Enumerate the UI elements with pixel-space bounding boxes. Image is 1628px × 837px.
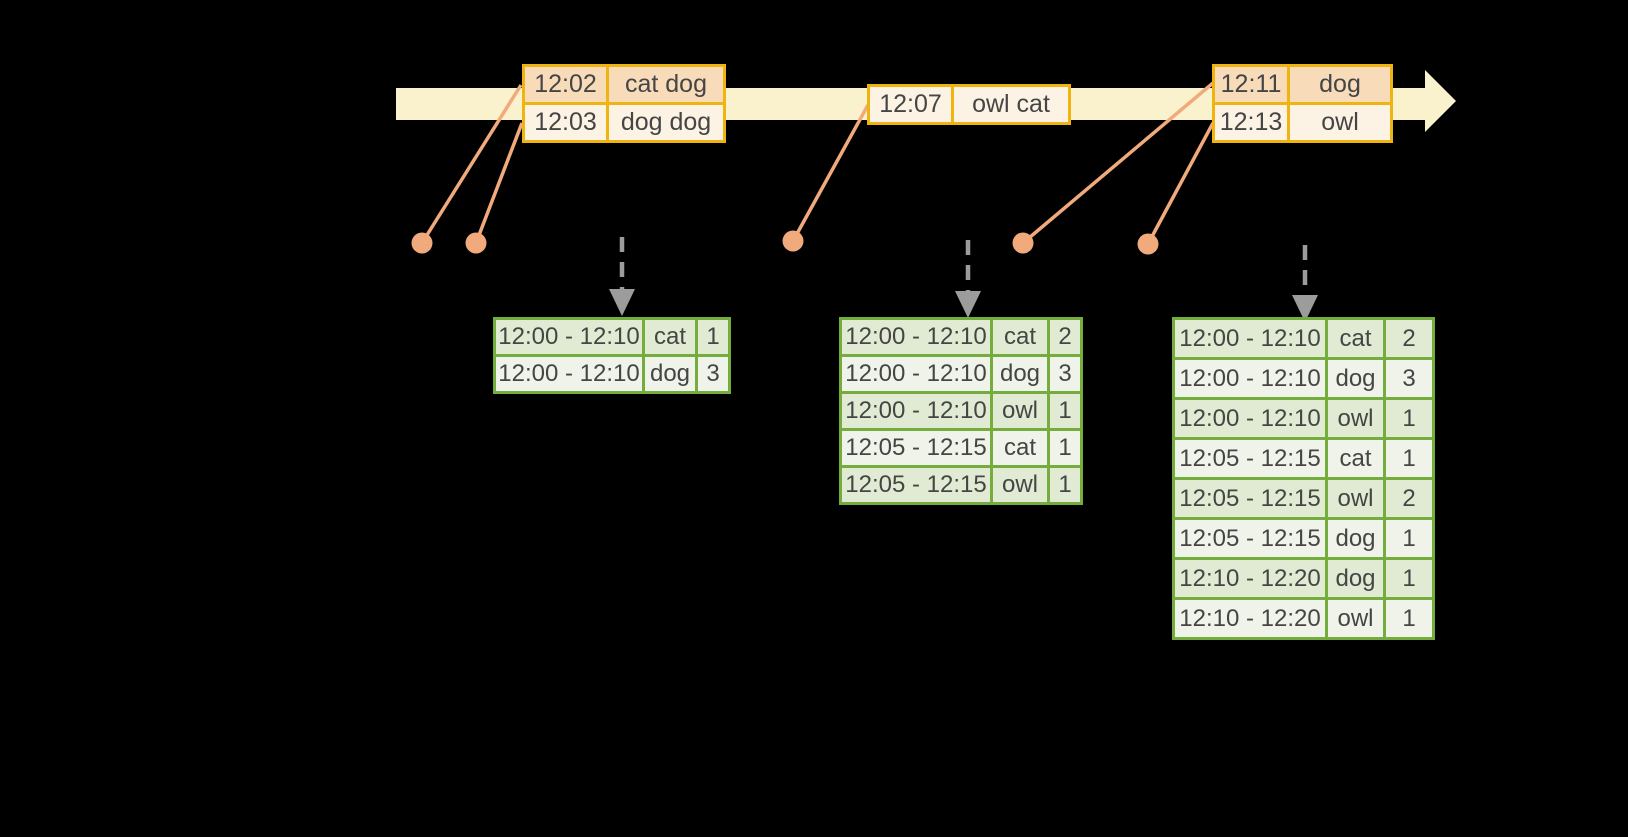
window-cell: 12:10 - 12:20 [1172, 557, 1328, 600]
result-row: 12:00 - 12:10 cat 1 [493, 317, 731, 357]
connector-line [791, 104, 870, 242]
result-row: 12:00 - 12:10 owl 1 [1172, 397, 1435, 440]
word-cell: cat [642, 317, 698, 357]
event-dot [465, 232, 487, 254]
window-cell: 12:05 - 12:15 [1172, 437, 1328, 480]
count-cell: 2 [1047, 317, 1083, 357]
event-table-2: 12:07 owl cat [867, 84, 1071, 125]
result-row: 12:00 - 12:10 dog 3 [493, 354, 731, 394]
event-time-cell: 12:02 [522, 64, 609, 105]
result-row: 12:00 - 12:10 dog 3 [1172, 357, 1435, 400]
event-time-cell: 12:07 [867, 84, 954, 125]
word-cell: cat [990, 428, 1050, 468]
trigger-arrow-icon [1292, 295, 1318, 322]
event-table-1: 12:02 cat dog 12:03 dog dog [522, 64, 726, 143]
result-row: 12:00 - 12:10 cat 2 [839, 317, 1083, 357]
connector-line [420, 84, 523, 244]
window-cell: 12:05 - 12:15 [839, 428, 993, 468]
window-cell: 12:00 - 12:10 [1172, 317, 1328, 360]
word-cell: dog [1325, 517, 1386, 560]
window-cell: 12:00 - 12:10 [493, 354, 645, 394]
trigger-arrowheads [609, 289, 1318, 322]
result-row: 12:00 - 12:10 dog 3 [839, 354, 1083, 394]
word-cell: dog [642, 354, 698, 394]
result-table-3: 12:00 - 12:10 cat 2 12:00 - 12:10 dog 3 … [1172, 317, 1435, 640]
event-words-cell: cat dog [606, 64, 726, 105]
result-table-2: 12:00 - 12:10 cat 2 12:00 - 12:10 dog 3 … [839, 317, 1083, 505]
count-cell: 3 [1383, 357, 1435, 400]
connector-lines [420, 81, 1215, 245]
event-time-cell: 12:03 [522, 102, 609, 143]
connector-dots [411, 230, 1159, 255]
event-words-cell: dog dog [606, 102, 726, 143]
timeline-arrowhead-icon [1425, 70, 1456, 132]
result-row: 12:05 - 12:15 cat 1 [1172, 437, 1435, 480]
result-row: 12:05 - 12:15 dog 1 [1172, 517, 1435, 560]
connector-line [1146, 122, 1215, 245]
count-cell: 1 [1047, 428, 1083, 468]
count-cell: 1 [1383, 597, 1435, 640]
result-row: 12:00 - 12:10 cat 2 [1172, 317, 1435, 360]
count-cell: 1 [1383, 397, 1435, 440]
word-cell: cat [1325, 317, 1386, 360]
word-cell: owl [1325, 477, 1386, 520]
result-row: 12:05 - 12:15 owl 2 [1172, 477, 1435, 520]
count-cell: 3 [1047, 354, 1083, 394]
word-cell: dog [1325, 557, 1386, 600]
event-words-cell: owl [1287, 102, 1393, 143]
window-cell: 12:05 - 12:15 [1172, 477, 1328, 520]
count-cell: 2 [1383, 317, 1435, 360]
event-table-3: 12:11 dog 12:13 owl [1212, 64, 1393, 143]
event-row: 12:02 cat dog [522, 64, 726, 105]
count-cell: 1 [1047, 391, 1083, 431]
event-row: 12:11 dog [1212, 64, 1393, 105]
window-cell: 12:10 - 12:20 [1172, 597, 1328, 640]
event-words-cell: dog [1287, 64, 1393, 105]
event-row: 12:07 owl cat [867, 84, 1071, 125]
window-cell: 12:00 - 12:10 [1172, 357, 1328, 400]
window-cell: 12:00 - 12:10 [839, 317, 993, 357]
event-row: 12:03 dog dog [522, 102, 726, 143]
trigger-arrow-icon [609, 289, 635, 316]
count-cell: 3 [695, 354, 731, 394]
window-cell: 12:00 - 12:10 [839, 391, 993, 431]
connector-line [1021, 81, 1215, 245]
result-row: 12:05 - 12:15 owl 1 [839, 465, 1083, 505]
window-cell: 12:00 - 12:10 [1172, 397, 1328, 440]
event-dot [1012, 232, 1034, 254]
result-table-1: 12:00 - 12:10 cat 1 12:00 - 12:10 dog 3 [493, 317, 731, 394]
window-cell: 12:00 - 12:10 [839, 354, 993, 394]
count-cell: 2 [1383, 477, 1435, 520]
event-words-cell: owl cat [951, 84, 1071, 125]
window-cell: 12:00 - 12:10 [493, 317, 645, 357]
word-cell: dog [1325, 357, 1386, 400]
word-cell: owl [1325, 597, 1386, 640]
event-dot [1137, 233, 1159, 255]
connector-line [474, 122, 524, 244]
word-cell: owl [990, 391, 1050, 431]
count-cell: 1 [1383, 517, 1435, 560]
result-row: 12:10 - 12:20 dog 1 [1172, 557, 1435, 600]
result-row: 12:00 - 12:10 owl 1 [839, 391, 1083, 431]
trigger-arrow-lines [619, 237, 1308, 296]
result-row: 12:05 - 12:15 cat 1 [839, 428, 1083, 468]
trigger-arrow-icon [955, 291, 981, 318]
count-cell: 1 [1383, 557, 1435, 600]
word-cell: owl [990, 465, 1050, 505]
count-cell: 1 [1047, 465, 1083, 505]
word-cell: owl [1325, 397, 1386, 440]
word-cell: cat [1325, 437, 1386, 480]
event-dot [782, 230, 804, 252]
word-cell: dog [990, 354, 1050, 394]
event-time-cell: 12:13 [1212, 102, 1290, 143]
event-row: 12:13 owl [1212, 102, 1393, 143]
word-cell: cat [990, 317, 1050, 357]
count-cell: 1 [1383, 437, 1435, 480]
count-cell: 1 [695, 317, 731, 357]
window-cell: 12:05 - 12:15 [839, 465, 993, 505]
result-row: 12:10 - 12:20 owl 1 [1172, 597, 1435, 640]
window-cell: 12:05 - 12:15 [1172, 517, 1328, 560]
event-time-cell: 12:11 [1212, 64, 1290, 105]
event-dot [411, 232, 433, 254]
